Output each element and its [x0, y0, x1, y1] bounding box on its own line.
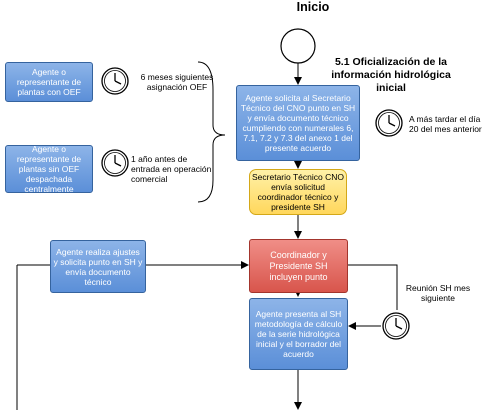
node-coordinador: Coordinador y Presidente SH incluyen pun…	[249, 239, 348, 293]
note-seis-meses: 6 meses siguientes asignación OEF	[140, 72, 214, 92]
clock-icon	[382, 312, 410, 340]
page-title: Inicio	[296, 0, 330, 14]
node-agente-oef: Agente o representante de plantas con OE…	[5, 62, 93, 102]
node-agente-sin-oef: Agente o representante de plantas sin OE…	[5, 144, 93, 194]
clock-icon	[101, 149, 129, 177]
brace	[197, 61, 226, 203]
node-agente-ajustes: Agente realiza ajustes y solicita punto …	[50, 240, 146, 293]
node-agente-solicita: Agente solicita al Secretario Técnico de…	[236, 85, 360, 161]
note-un-ano: 1 año antes de entrada en operación come…	[131, 154, 212, 184]
section-title: 5.1 Oficialización de la información hid…	[331, 56, 451, 94]
clock-icon	[101, 67, 129, 95]
note-a-mas-tardar: A más tardar el día 20 del mes anterior	[409, 114, 482, 134]
note-reunion: Reunión SH mes siguiente	[405, 283, 471, 303]
start-node	[280, 28, 316, 64]
node-secretario: Secretario Técnico CNO envía solicitud c…	[249, 169, 347, 215]
node-agente-presenta: Agente presenta al SH metodología de cál…	[249, 298, 348, 370]
clock-icon	[375, 109, 403, 137]
edge-coordinador-to-reunion	[348, 264, 398, 310]
